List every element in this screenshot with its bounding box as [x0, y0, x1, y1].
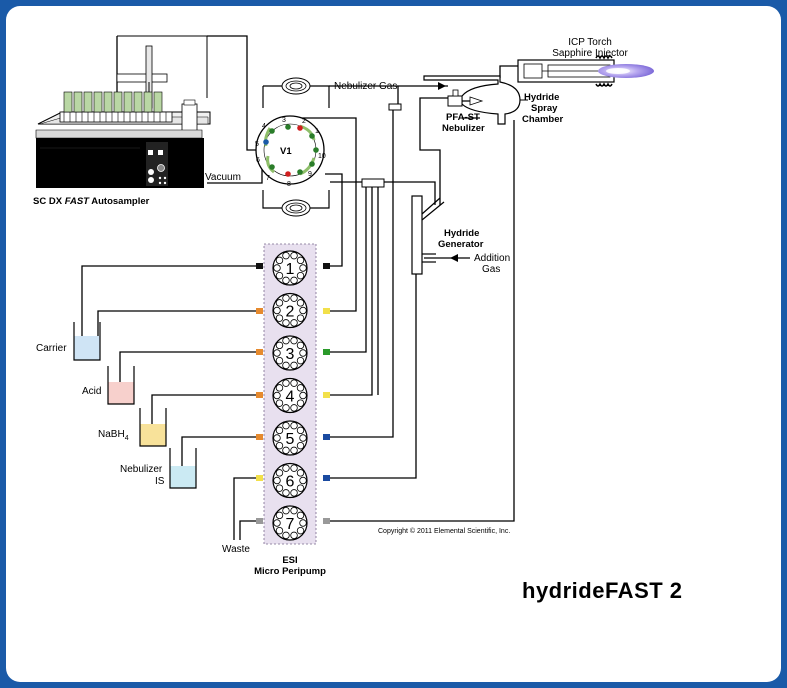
vacuum-label: Vacuum — [205, 172, 241, 183]
pump-tube-tabs — [256, 263, 330, 524]
nabh4-label: NaBH4 — [98, 429, 129, 442]
carrier-label: Carrier — [36, 343, 67, 354]
tubing — [81, 35, 520, 540]
addition-gas-arrow — [450, 254, 458, 262]
carrier-reservoir — [73, 322, 101, 361]
valve-port-1: 1 — [315, 128, 319, 135]
nebulizer-gas-label: Nebulizer Gas — [334, 81, 397, 92]
esi-label-1: ESI — [282, 555, 297, 566]
spray-chamber-label-2: Spray — [531, 103, 558, 114]
icp-torch — [517, 55, 654, 87]
spray-chamber-label-1: Hydride — [524, 92, 559, 103]
pump-channel-number: 7 — [286, 516, 295, 533]
hydride-generator-label-1: Hydride — [444, 228, 479, 239]
pump-channel-number: 6 — [286, 474, 295, 491]
valve-port-5: 5 — [255, 141, 259, 148]
waste-label: Waste — [222, 544, 250, 555]
acid-reservoir — [107, 366, 135, 405]
autosampler — [35, 35, 211, 188]
spray-chamber-label-3: Chamber — [522, 114, 563, 125]
icp-torch-label: ICP Torch — [568, 37, 612, 48]
pump-channel-4: 4 — [272, 377, 308, 414]
pump-channel-number: 3 — [286, 346, 295, 363]
pfa-label-2: Nebulizer — [442, 123, 485, 134]
pump-channel-number: 1 — [286, 261, 295, 278]
valve-port-9: 9 — [308, 171, 312, 178]
addition-gas-label-1: Addition — [474, 253, 510, 264]
pfa-label-1: PFA-ST — [446, 112, 480, 123]
valve-port-4: 4 — [262, 123, 266, 130]
valve-port-10: 10 — [318, 153, 326, 160]
valve-v1: 1 2 3 4 5 6 7 8 9 10 V1 — [255, 77, 326, 217]
valve-port-2: 2 — [302, 118, 306, 125]
addition-gas-label-2: Gas — [482, 264, 500, 275]
pump-channel-5: 5 — [272, 420, 308, 456]
pump-channel-number: 2 — [286, 304, 295, 321]
esi-label-2: Micro Peripump — [254, 566, 326, 577]
nebulizer-is-reservoir — [169, 448, 197, 489]
nabh4-reservoir — [139, 408, 167, 447]
valve-label: V1 — [280, 146, 292, 157]
pump-channel-2: 2 — [272, 292, 308, 329]
valve-port-8: 8 — [287, 181, 291, 188]
diagram-title: hydrideFAST 2 — [522, 578, 683, 603]
valve-port-6: 6 — [256, 157, 260, 164]
pump-channel-number: 5 — [286, 431, 295, 448]
valve-port-7: 7 — [266, 175, 270, 182]
pump-channel-7: 7 — [272, 505, 308, 541]
nebulizer-gas-arrow — [438, 82, 446, 90]
nebulizer-is-label-2: IS — [155, 476, 165, 487]
pump-channel-3: 3 — [272, 335, 308, 371]
nebulizer-tee — [388, 103, 402, 111]
pfa-st-nebulizer — [447, 89, 484, 107]
autosampler-label: SC DX FAST Autosampler — [33, 196, 150, 207]
hydride-generator-label-2: Generator — [438, 239, 484, 250]
nebulizer-is-label-1: Nebulizer — [120, 464, 163, 475]
copyright-text: Copyright © 2011 Elemental Scientific, I… — [378, 528, 511, 535]
acid-label: Acid — [82, 386, 101, 397]
sapphire-injector-label: Sapphire Injector — [552, 48, 628, 59]
pump-channel-1: 1 — [272, 250, 308, 286]
hydride-generator — [411, 195, 445, 275]
pump-channel-6: 6 — [272, 462, 308, 499]
valve-port-3: 3 — [282, 117, 286, 124]
reagent-tee — [361, 178, 385, 188]
pump-channel-number: 4 — [286, 389, 295, 406]
